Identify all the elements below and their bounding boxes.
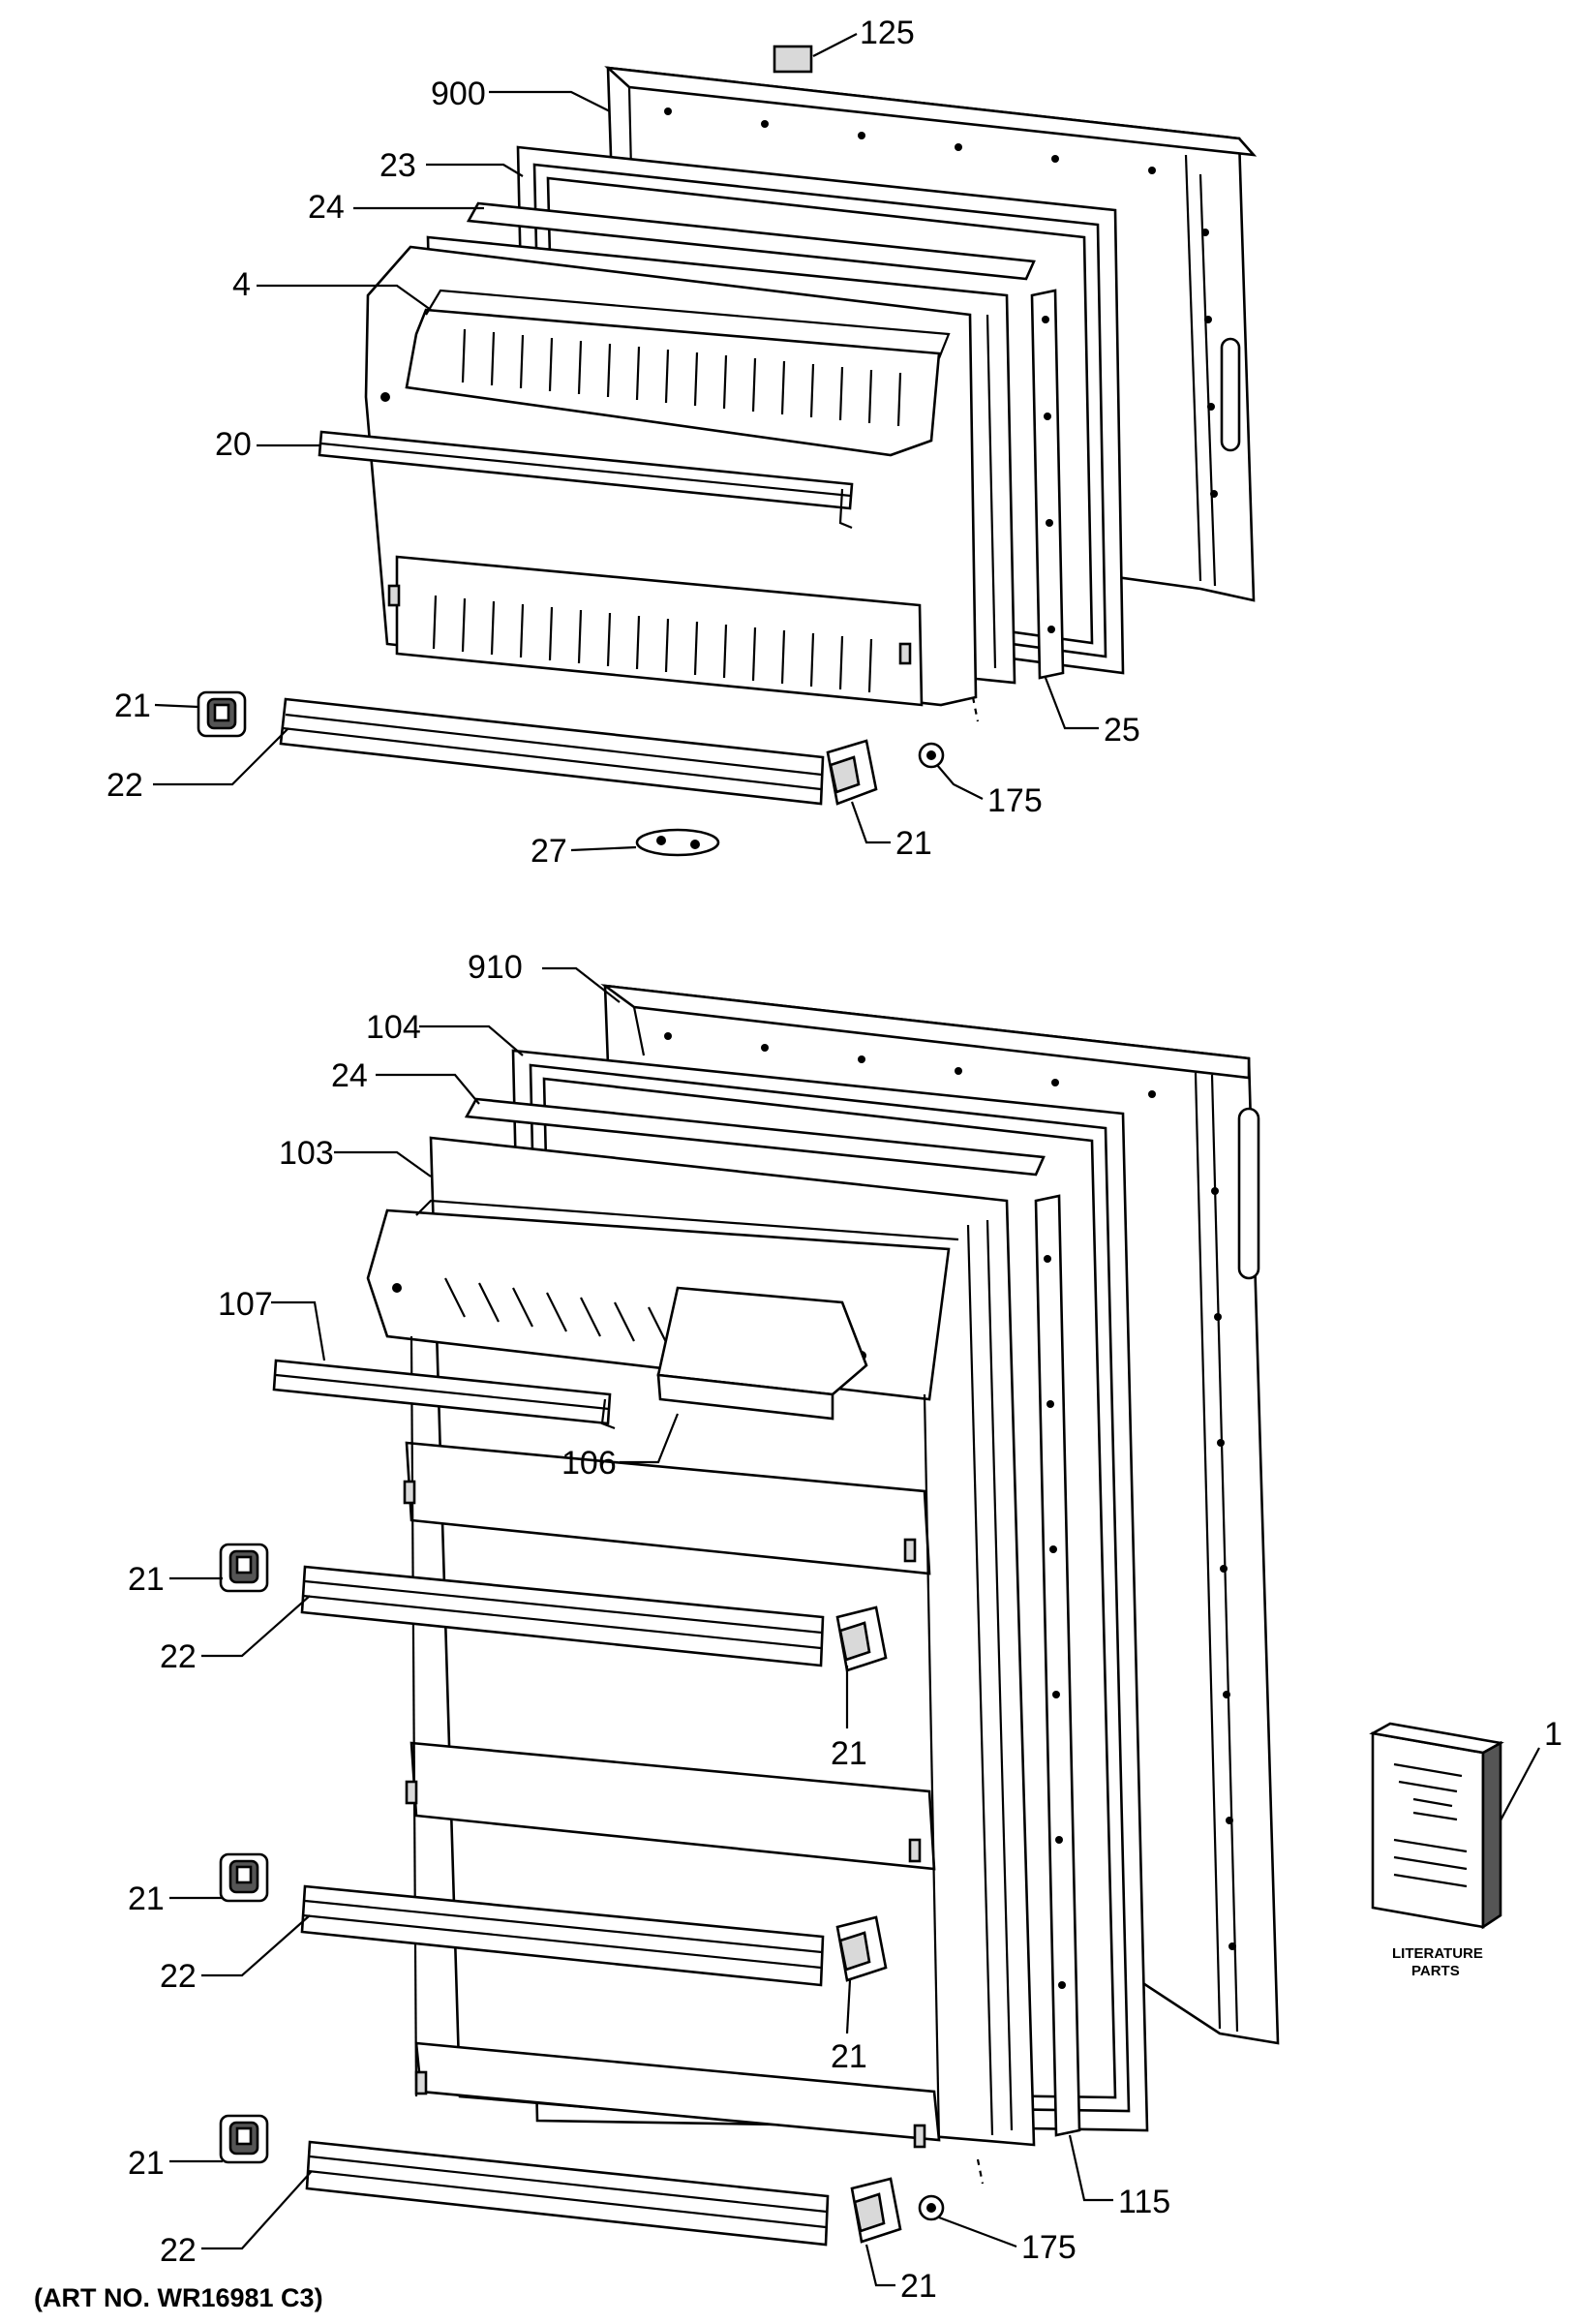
freezer-door-stop-25 xyxy=(1030,289,1065,680)
fresh-food-hinge-screw-175 xyxy=(918,2158,985,2221)
callout-22-row1: 22 xyxy=(160,1638,197,1675)
callout-25: 25 xyxy=(1104,712,1140,749)
callout-23: 23 xyxy=(379,147,416,184)
fresh-food-breaker-strip-24 xyxy=(464,1097,1046,1177)
callout-21-upper-left: 21 xyxy=(114,688,151,724)
callout-104: 104 xyxy=(366,1009,421,1046)
freezer-hinge-screw-175 xyxy=(918,696,980,769)
freezer-breaker-strip-24 xyxy=(466,201,1036,281)
bar-end-cap-21-right-row3 xyxy=(850,2177,902,2244)
callout-27: 27 xyxy=(531,833,567,870)
callout-22-row3: 22 xyxy=(160,2232,197,2269)
dairy-compartment-door-106 xyxy=(656,1286,868,1421)
fresh-food-outer-screw-holes xyxy=(664,1032,1236,1950)
literature-label-line2: PARTS xyxy=(1411,1963,1460,1979)
fresh-food-bar-row-3 xyxy=(219,2114,902,2247)
callout-24-upper: 24 xyxy=(308,189,345,226)
callout-900: 900 xyxy=(431,76,486,112)
fresh-food-bar-row-2 xyxy=(219,1852,888,1987)
fresh-food-shelf-bar-107 xyxy=(272,1359,616,1430)
callout-21-row3-right: 21 xyxy=(900,2268,937,2305)
fresh-food-top-shelf-ribs xyxy=(444,1277,669,1347)
callout-4: 4 xyxy=(232,266,251,303)
callout-24-lower: 24 xyxy=(331,1057,368,1094)
callout-22-row2: 22 xyxy=(160,1958,197,1995)
fresh-food-door-assembly xyxy=(219,984,1280,2247)
callout-21-row1-right: 21 xyxy=(831,1735,867,1772)
callout-leader-lines xyxy=(153,33,1540,2287)
fresh-food-door-stop-115 xyxy=(1034,1194,1081,2137)
bar-end-cap-21-left-row3 xyxy=(219,2114,269,2164)
freezer-bottom-shelf-ribs xyxy=(432,595,873,693)
callout-21-row3-left: 21 xyxy=(128,2145,165,2182)
nameplate-125 xyxy=(773,45,813,74)
callout-22-upper: 22 xyxy=(106,767,143,804)
callout-21-row2-right: 21 xyxy=(831,2038,867,2075)
callout-21-row1-left: 21 xyxy=(128,1561,165,1598)
freezer-bar-end-cap-21-right xyxy=(826,739,878,806)
callout-21-row2-left: 21 xyxy=(128,1881,165,1917)
bar-end-cap-21-left-row1 xyxy=(219,1543,269,1593)
literature-label-line1: LITERATURE xyxy=(1392,1945,1483,1962)
freezer-shelf-bar-20 xyxy=(318,430,854,530)
art-number: (ART NO. WR16981 C3) xyxy=(34,2283,323,2312)
callout-20: 20 xyxy=(215,426,252,463)
fresh-food-bar-row-1 xyxy=(219,1543,888,1672)
callout-125: 125 xyxy=(860,15,915,51)
callout-107: 107 xyxy=(218,1286,273,1323)
bar-end-cap-21-right-row2 xyxy=(835,1915,888,1982)
booklet-text-lines xyxy=(1393,1762,1468,1888)
freezer-door-assembly xyxy=(197,45,1258,857)
callout-175-lower: 175 xyxy=(1021,2229,1077,2266)
literature-parts-booklet-1 xyxy=(1369,1722,1504,1930)
callout-106: 106 xyxy=(561,1445,617,1482)
hinge-bracket-27 xyxy=(635,828,720,857)
callout-115: 115 xyxy=(1118,2184,1170,2220)
callout-21-upper-right: 21 xyxy=(895,825,932,862)
bar-end-cap-21-right-row1 xyxy=(835,1605,888,1672)
freezer-door-bar-22 xyxy=(279,697,825,806)
freezer-outer-screw-holes xyxy=(664,107,1218,498)
callout-labels: 125 900 23 24 4 20 21 22 25 175 21 27 91… xyxy=(34,15,1562,2312)
freezer-top-shelf-ribs xyxy=(461,328,902,427)
callout-175-upper: 175 xyxy=(987,782,1043,819)
freezer-bar-end-cap-21-left xyxy=(197,690,247,738)
callout-1: 1 xyxy=(1544,1716,1562,1753)
callout-910: 910 xyxy=(468,949,523,986)
callout-103: 103 xyxy=(279,1135,334,1172)
bar-end-cap-21-left-row2 xyxy=(219,1852,269,1903)
